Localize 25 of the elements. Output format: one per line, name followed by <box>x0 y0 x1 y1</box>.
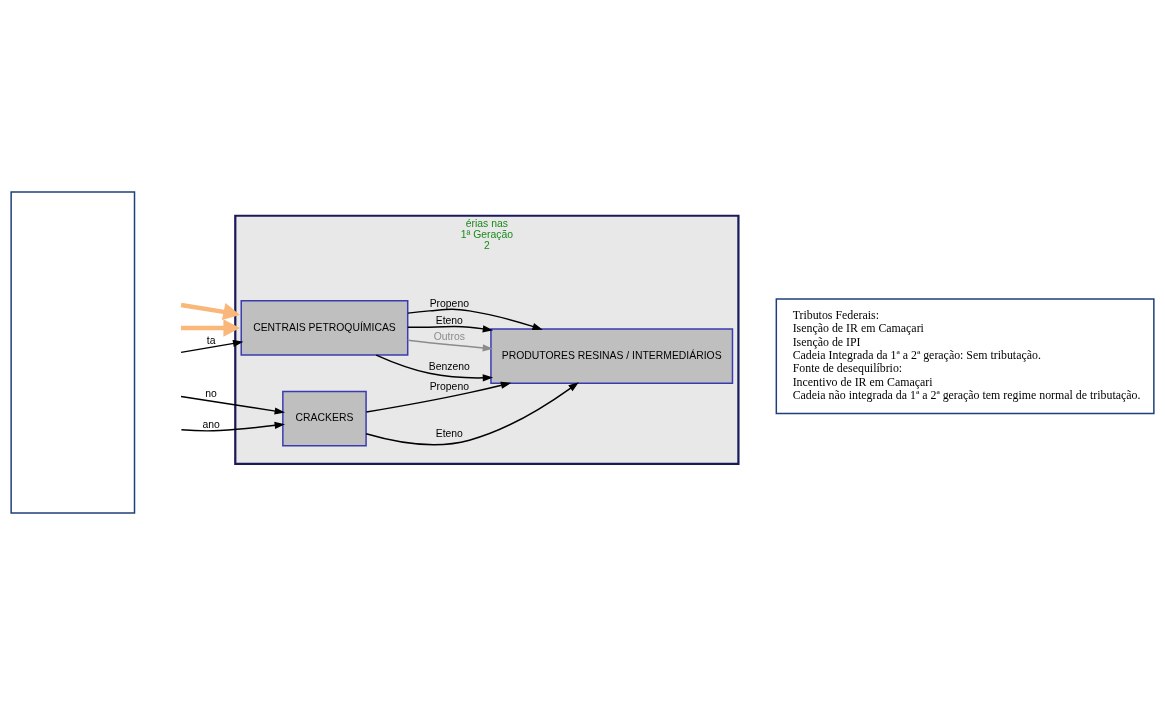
node-box: PRODUTORES RESINAS / INTERMEDIÁRIOS <box>490 327 734 384</box>
edge-label: Propeno <box>429 380 469 392</box>
node-box: CRACKERS <box>282 390 367 446</box>
arrow <box>365 381 579 445</box>
node-box: CENTRAIS PETROQUÍMICAS <box>240 299 409 356</box>
arrow <box>180 395 286 415</box>
arrow <box>180 421 286 432</box>
node-box <box>10 190 136 514</box>
edge-label: Benzeno <box>428 360 470 372</box>
edge-label: Outros <box>433 330 465 342</box>
edge-label: Eteno <box>435 427 463 439</box>
arrow <box>181 318 241 337</box>
arrow <box>180 302 240 320</box>
arrow <box>407 339 494 351</box>
arrow <box>365 381 512 413</box>
edge-label: Propeno <box>429 297 469 309</box>
edge-label: ta <box>206 334 216 346</box>
edge-label: no <box>205 387 217 399</box>
arrow <box>407 324 494 332</box>
arrow <box>375 353 494 381</box>
arrow <box>407 308 543 330</box>
node-box: Tributos Federais: Isenção de IR em Camaçari Isenção de IPI Cadeia Integrada da 1ª a 2ª geração: Sem tributação. Fonte de desequilíbrio: Incentivo de IR em Camaçari Cadeia não integrada da 1ª a 2ª geração tem regime normal de tributação. <box>775 297 1155 414</box>
edge-label: ano <box>202 418 220 430</box>
edge-label: Eteno <box>435 314 463 326</box>
arrow <box>180 339 244 353</box>
